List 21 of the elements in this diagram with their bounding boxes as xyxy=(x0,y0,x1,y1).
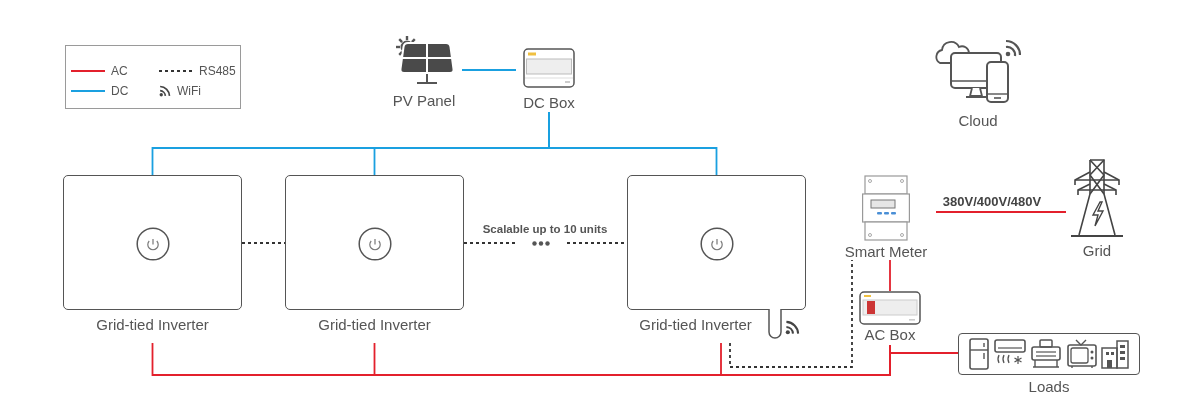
connector-line xyxy=(935,211,1067,213)
node-label: PV Panel xyxy=(392,92,456,110)
node-label: Smart Meter xyxy=(844,243,928,261)
connector-line xyxy=(720,342,891,376)
node-label: Loads xyxy=(1028,378,1070,396)
node-label: Grid-tied Inverter xyxy=(318,316,431,334)
legend-label: AC xyxy=(111,64,128,78)
node-label: Grid-tied Inverter xyxy=(96,316,209,334)
connector-line xyxy=(461,69,517,71)
node-label: Grid xyxy=(1082,242,1112,260)
node-label: Grid-tied Inverter xyxy=(639,316,752,334)
legend-label: WiFi xyxy=(177,84,201,98)
node-label: AC Box xyxy=(864,326,916,344)
legend-label: RS485 xyxy=(199,64,236,78)
node-label: Cloud xyxy=(958,112,998,130)
connector-line xyxy=(889,344,959,354)
legend-label: DC xyxy=(111,84,129,98)
connector-line xyxy=(889,259,891,292)
node-label: DC Box xyxy=(523,94,575,112)
connector-line xyxy=(548,111,718,176)
dotted-connector-line xyxy=(729,259,853,368)
